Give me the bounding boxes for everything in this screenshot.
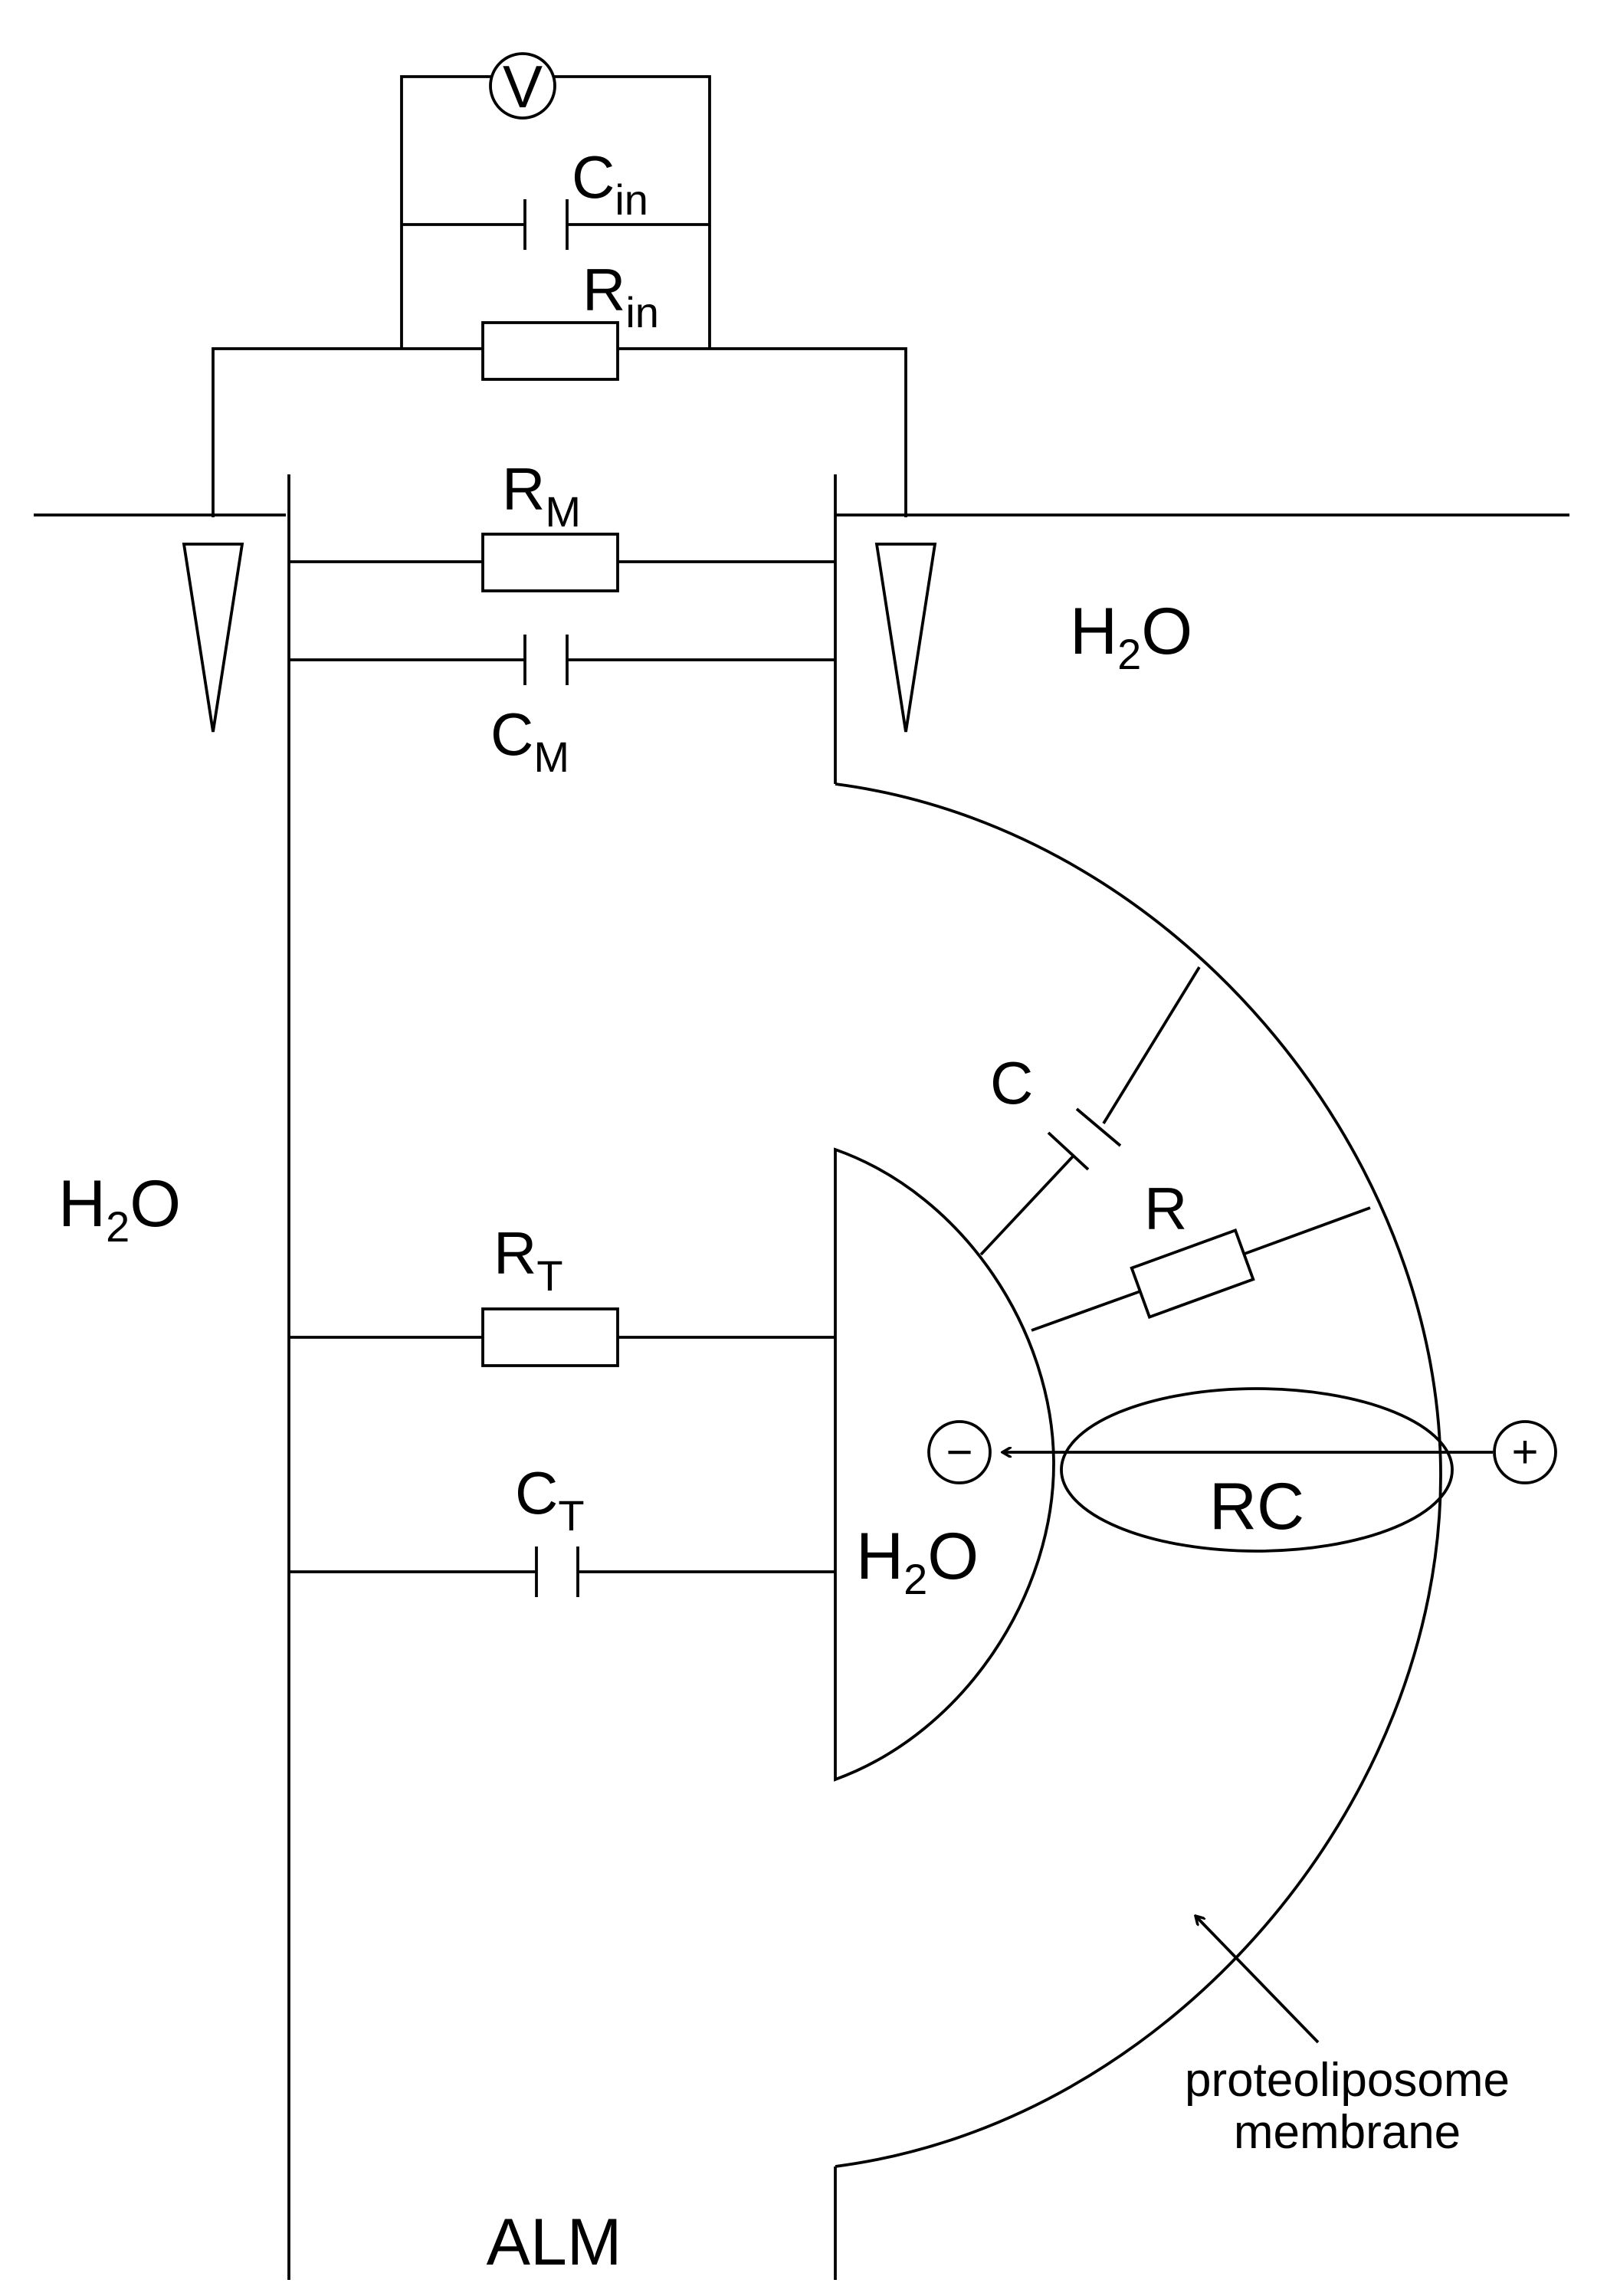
- inner-compartment-membrane: [834, 1147, 1055, 1782]
- proteoliposome-outer-membrane: [835, 782, 1442, 2168]
- right-electrode-icon: [874, 543, 937, 733]
- r-m-resistor: [481, 533, 619, 592]
- r-label: R: [1144, 1175, 1187, 1242]
- water-label-top: H2O: [1070, 595, 1192, 678]
- r-in-label: Rin: [582, 256, 659, 336]
- membrane-rc: RM CM: [289, 455, 835, 781]
- c-capacitor-plate-2: [1075, 1107, 1122, 1147]
- r-t-resistor: [481, 1307, 619, 1367]
- alm-membrane: [34, 474, 1569, 2280]
- r-t-label: RT: [494, 1219, 563, 1300]
- rc-label: RC: [1209, 1470, 1304, 1543]
- membrane-label-line2: membrane: [1234, 2106, 1461, 2159]
- r-resistor: [1130, 1228, 1255, 1320]
- proteoliposome-rc: C R: [979, 966, 1371, 1332]
- minus-charge-label: −: [946, 1426, 972, 1478]
- c-label: C: [990, 1049, 1033, 1117]
- c-in-label: Cin: [572, 143, 648, 224]
- plus-charge-icon: [1493, 1420, 1557, 1484]
- voltmeter-icon: [489, 52, 556, 120]
- voltmeter-label: V: [503, 53, 543, 120]
- membrane-label-line1: proteoliposome: [1185, 2054, 1510, 2107]
- transfer-rc: RT CT: [289, 1219, 835, 1597]
- membrane-annotation: proteoliposome membrane: [1185, 1916, 1510, 2159]
- c-capacitor-plate-1: [1047, 1131, 1090, 1171]
- plus-charge-label: +: [1511, 1426, 1538, 1478]
- left-electrode-icon: [182, 543, 244, 733]
- water-label-left: H2O: [58, 1167, 181, 1251]
- membrane-pointer-arrow: [1195, 1916, 1320, 2044]
- r-in-resistor: [481, 321, 619, 381]
- measuring-circuit: V Cin Rin: [212, 52, 907, 517]
- alm-label: ALM: [487, 2206, 622, 2279]
- c-t-label: CT: [515, 1459, 585, 1540]
- reaction-center: RC − +: [927, 1387, 1557, 1553]
- water-label-inner: H2O: [856, 1520, 979, 1603]
- r-m-label: RM: [502, 455, 581, 536]
- c-m-label: CM: [490, 700, 569, 781]
- minus-charge-icon: [927, 1420, 992, 1484]
- rc-ellipse: [1060, 1387, 1454, 1553]
